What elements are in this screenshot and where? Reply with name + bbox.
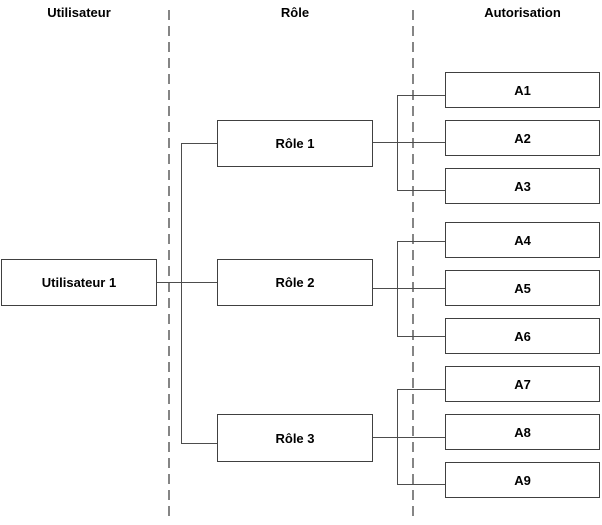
authorization-box-a4: A4: [445, 222, 600, 258]
authorization-box-a5: A5: [445, 270, 600, 306]
column-divider-right: [412, 10, 414, 522]
role-box-3: Rôle 3: [217, 414, 373, 462]
authorization-box-a9: A9: [445, 462, 600, 498]
authorization-box-a3: A3: [445, 168, 600, 204]
authorization-box-a6: A6: [445, 318, 600, 354]
column-header-autorisation: Autorisation: [484, 5, 561, 20]
authorization-box-a7: A7: [445, 366, 600, 402]
authorization-box-a1: A1: [445, 72, 600, 108]
column-header-utilisateur: Utilisateur: [47, 5, 111, 20]
column-header-role: Rôle: [280, 5, 310, 20]
role-box-2: Rôle 2: [217, 259, 373, 306]
authorization-box-a2: A2: [445, 120, 600, 156]
authorization-box-a8: A8: [445, 414, 600, 450]
column-divider-left: [168, 10, 170, 518]
role-box-1: Rôle 1: [217, 120, 373, 167]
user-box: Utilisateur 1: [1, 259, 157, 306]
